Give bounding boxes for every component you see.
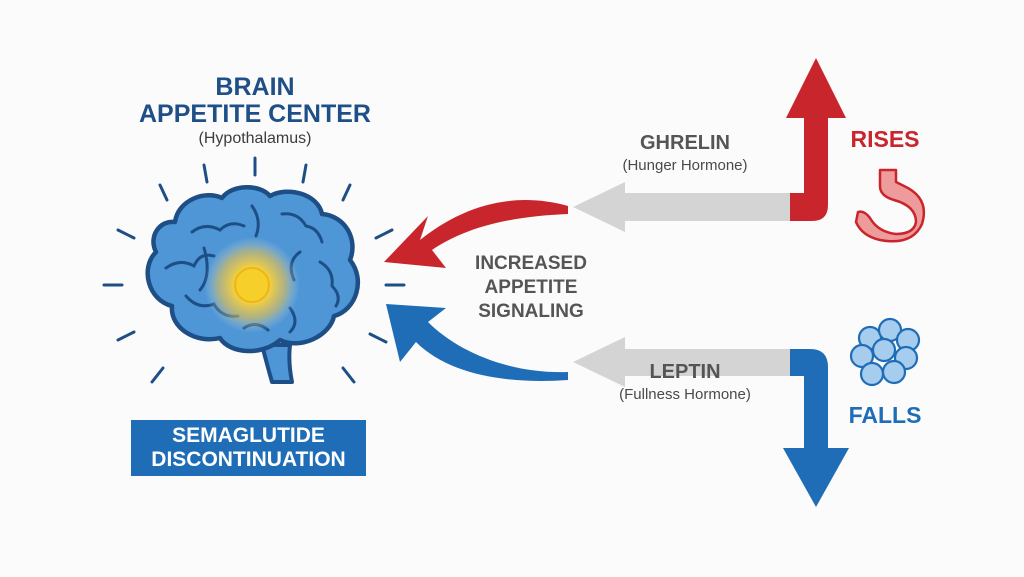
brain-icon [145,185,361,384]
ghrelin-label: GHRELIN [640,132,730,154]
semaglutide-banner: SEMAGLUTIDE DISCONTINUATION [131,420,366,476]
rises-label: RISES [850,126,920,152]
brain-title-line1: BRAIN [215,73,295,101]
ghrelin-description: (Hunger Hormone) [622,157,748,174]
leptin-falls-arrow [783,349,849,507]
leptin-to-brain-arrow [386,304,568,381]
brain-title-line2: APPETITE CENTER [139,100,371,128]
semaglutide-line1: SEMAGLUTIDE [172,424,325,447]
falls-label: FALLS [848,402,922,428]
leptin-description: (Fullness Hormone) [619,386,751,403]
ghrelin-grey-arrow [573,182,800,232]
ghrelin-rises-arrow [786,58,846,221]
stomach-icon [854,168,926,243]
center-line2: APPETITE [484,277,578,298]
brain-subtitle: (Hypothalamus) [198,130,312,147]
fat-cells-icon [849,317,921,387]
increased-appetite-label: INCREASED APPETITE SIGNALING [456,252,606,324]
leptin-grey-arrow [573,337,800,387]
center-line3: SIGNALING [478,301,584,322]
semaglutide-line2: DISCONTINUATION [151,448,346,471]
brain-title: BRAIN APPETITE CENTER [130,74,380,128]
center-line1: INCREASED [475,253,587,274]
brain-rays [102,156,406,384]
ghrelin-to-brain-arrow [384,200,568,268]
leptin-label: LEPTIN [649,361,721,383]
